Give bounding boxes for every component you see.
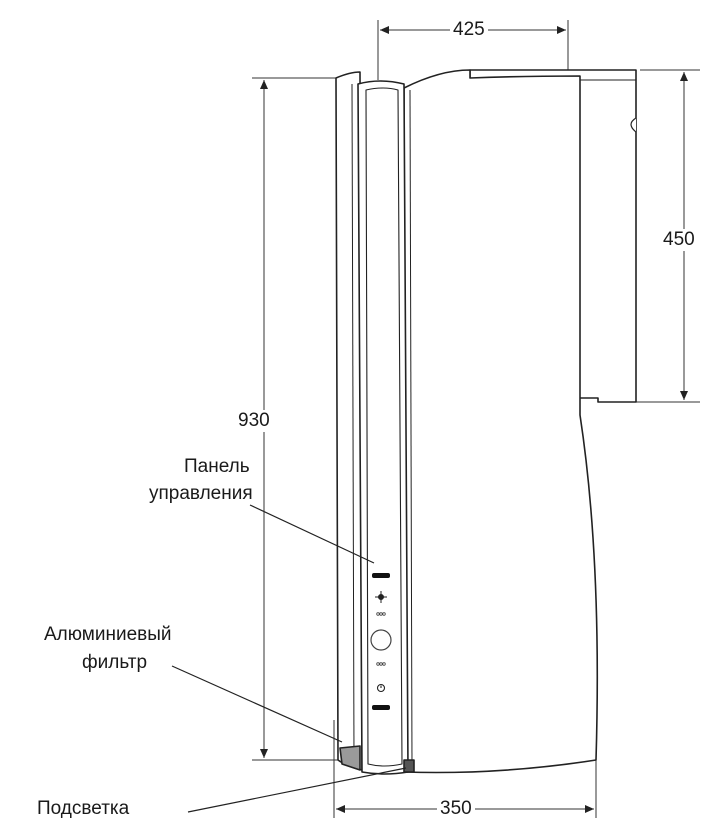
dimension-total-height: 930 xyxy=(235,410,273,432)
label-control-panel-line2: управления xyxy=(149,483,253,504)
fan-speed-low-icon xyxy=(376,612,386,616)
hood-body xyxy=(335,69,637,775)
control-panel-top-bar xyxy=(372,573,390,578)
label-aluminium-filter-line1: Алюминиевый xyxy=(44,624,172,645)
timer-icon xyxy=(376,683,386,693)
dimension-top-width: 425 xyxy=(450,19,488,41)
control-panel-bottom-bar xyxy=(372,705,390,710)
label-lighting: Подсветка xyxy=(37,798,130,819)
control-panel xyxy=(370,573,392,710)
dimension-bottom-width: 350 xyxy=(437,798,475,820)
leader-lines xyxy=(171,504,407,813)
dimension-right-height: 450 xyxy=(660,229,698,251)
label-aluminium-filter-line2: фильтр xyxy=(82,652,148,673)
light-icon xyxy=(375,591,387,603)
fan-speed-high-icon xyxy=(376,662,386,666)
label-control-panel-line1: Панель xyxy=(184,456,250,477)
power-button xyxy=(370,629,392,651)
